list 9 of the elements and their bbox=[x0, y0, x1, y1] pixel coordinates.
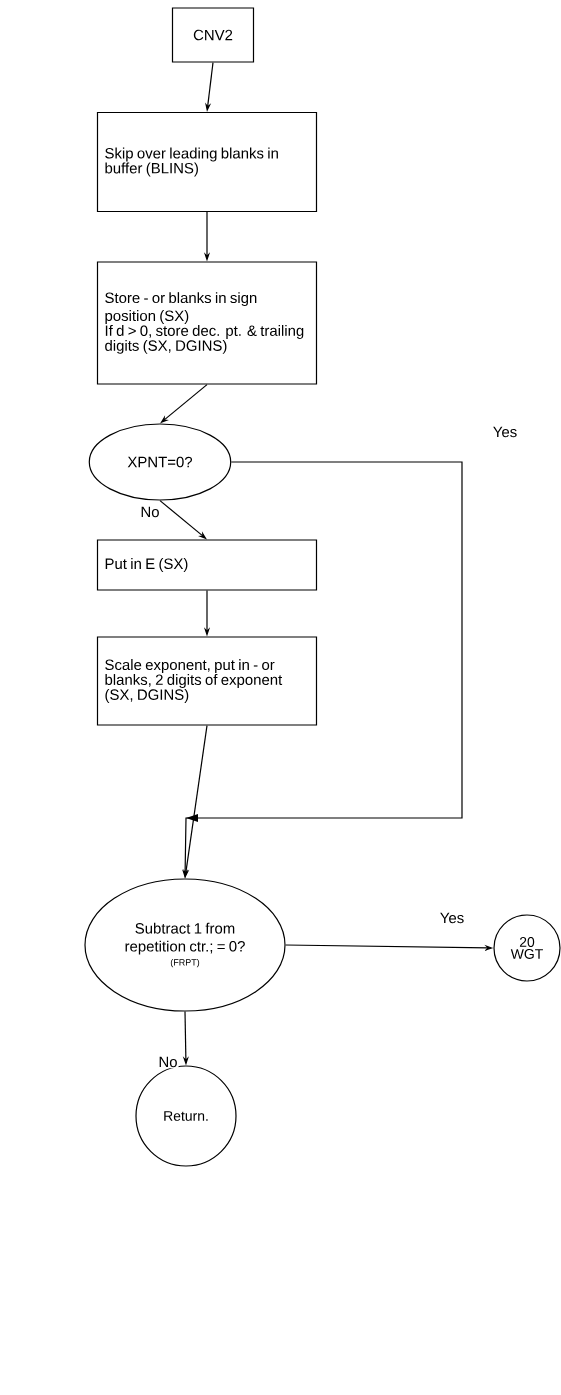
edge-label: No bbox=[139, 505, 161, 519]
process-box: Skip over leading blanks in buffer (BLINS) bbox=[96, 111, 318, 213]
process-box: Scale exponent, put in - or blanks, 2 digits of exponent (SX, DGINS) bbox=[96, 636, 318, 726]
edge-label: Yes bbox=[491, 425, 519, 439]
process-box: Store - or blanks in sign position (SX) If d > 0, store dec. pt. & trailing digits (SX, DGINS) bbox=[96, 261, 318, 385]
process-box: Put in E (SX) bbox=[96, 539, 318, 591]
edge-label: Yes bbox=[438, 911, 466, 925]
edge-label: No bbox=[157, 1055, 179, 1069]
process-box: CNV2 bbox=[171, 7, 255, 63]
